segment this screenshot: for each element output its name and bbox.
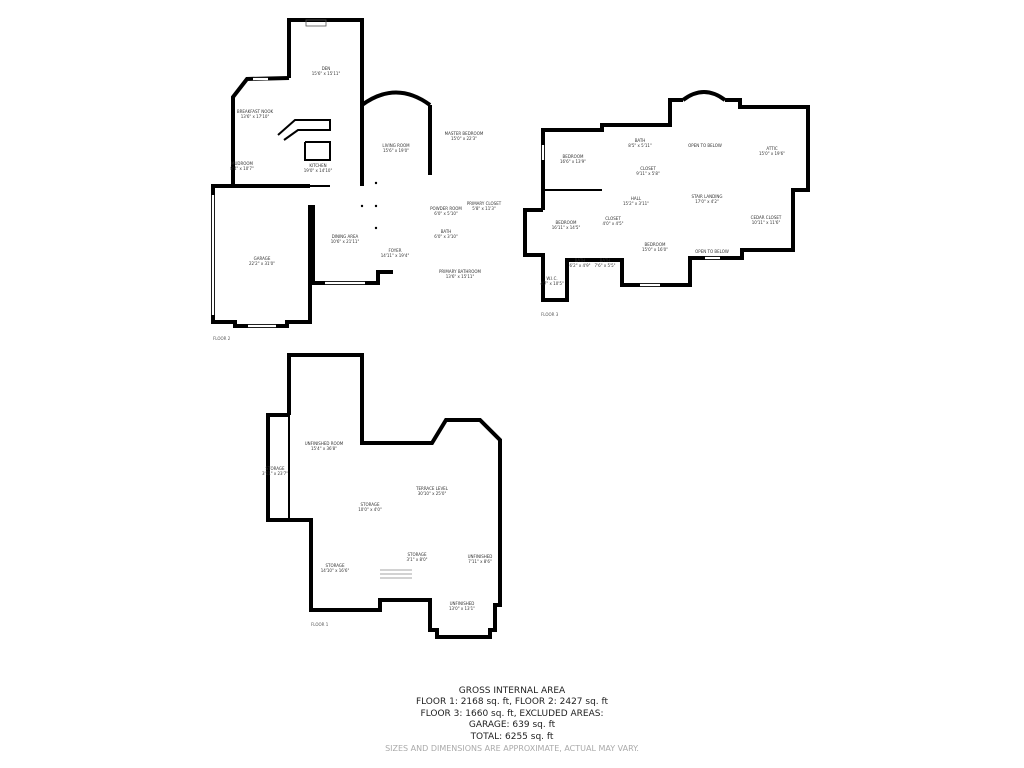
room-dimensions: 15'0" x 22'3" — [451, 136, 477, 141]
kitchen-counter — [277, 119, 331, 141]
room-name: KITCHEN — [309, 163, 326, 168]
room-dimensions: 9'11" x 5'8" — [636, 171, 660, 176]
room-dimensions: 4'0" x 4'5" — [603, 221, 624, 226]
room-name: BATH — [635, 138, 646, 143]
room-dimensions: 16'11" x 14'5" — [552, 225, 581, 230]
footer-line-3: GARAGE: 639 sq. ft — [468, 720, 556, 731]
floor-plan-upper — [523, 90, 810, 302]
kitchen-island — [304, 141, 331, 161]
floor-plan-lower — [266, 353, 502, 639]
floor-label: FLOOR 1 — [311, 622, 329, 627]
room-name: STORAGE — [360, 502, 380, 507]
room-name: DINING AREA — [332, 234, 359, 239]
room-name: POWDER ROOM — [430, 206, 462, 211]
den-wall — [287, 18, 364, 105]
room-dimensions: 10'11" x 11'6" — [752, 220, 781, 225]
room-dimensions: 15'2" x 3'11" — [623, 201, 649, 206]
room-dimensions: 30'10" x 25'0" — [418, 491, 447, 496]
room-name: BEDROOM — [563, 154, 584, 159]
living-bay-wall — [360, 90, 432, 107]
room-dimensions: 14'11" x 19'4" — [381, 253, 410, 258]
room-dimensions: 6'0" x 3'10" — [434, 234, 458, 239]
room-name: UNFINISHED — [450, 601, 475, 606]
room-name: BEDROOM — [556, 220, 577, 225]
room-name: MUDROOM — [231, 161, 254, 166]
room-name: TERRACE LEVEL — [415, 486, 449, 491]
room-dimensions: 15'6" x 19'0" — [383, 148, 409, 153]
room-name: HALL — [631, 196, 642, 201]
room-dimensions: 13'0" x 13'1" — [449, 606, 475, 611]
room-dimensions: 6'0" x 5'10" — [434, 211, 458, 216]
floor-label: FLOOR 3 — [541, 312, 559, 317]
floor-plan-main — [211, 18, 480, 328]
room-dimensions: 13'6" x 15'11" — [446, 274, 475, 279]
room-name: LIVING ROOM — [382, 143, 410, 148]
room-name: BATH — [575, 258, 586, 263]
room-name: FOYER — [389, 248, 402, 253]
room-dimensions: 5'8" x 11'3" — [472, 206, 496, 211]
room-dimensions: 10'6" x 21'11" — [331, 239, 360, 244]
room-name: CEDAR CLOSET — [751, 215, 782, 220]
room-name: OPEN TO BELOW — [688, 143, 722, 148]
room-dimensions: 19'0" x 14'10" — [304, 168, 333, 173]
lower-outer-wall — [266, 353, 502, 639]
room-dimensions: 15'6" x 15'11" — [312, 71, 341, 76]
room-name: CLOSET — [605, 216, 621, 221]
room-dimensions: 13'6" x 17'10" — [241, 114, 270, 119]
footer-line-1: FLOOR 1: 2168 sq. ft, FLOOR 2: 2427 sq. … — [415, 697, 609, 708]
dining-wall — [311, 205, 393, 285]
footer-disclaimer: SIZES AND DIMENSIONS ARE APPROXIMATE, AC… — [385, 744, 639, 754]
room-name: STORAGE — [407, 552, 427, 557]
room-dimensions: 17'0" x 4'2" — [695, 199, 719, 204]
room-name: GARAGE — [254, 256, 271, 261]
room-name: OPEN TO BELOW — [695, 249, 729, 254]
room-dimensions: 6'2" x 4'9" — [570, 263, 591, 268]
fireplace-icon — [305, 19, 327, 27]
room-name: BREAKFAST NOOK — [237, 109, 274, 114]
room-dimensions: 3'1" x 8'0" — [407, 557, 428, 562]
upper-outer-wall-2 — [523, 98, 810, 302]
room-dimensions: 10'0" x 4'0" — [358, 507, 382, 512]
upper-bay-wall — [681, 90, 727, 102]
room-name: STORAGE — [325, 563, 345, 568]
room-dimensions: 3'11" x 23'7" — [262, 471, 288, 476]
room-name: STORAGE — [265, 466, 285, 471]
room-dimensions: 4'7" x 10'5" — [540, 281, 564, 286]
gross-internal-area: GROSS INTERNAL AREA FLOOR 1: 2168 sq. ft… — [0, 686, 1024, 754]
floor-label: FLOOR 2 — [213, 336, 231, 341]
room-name: W.I.C. — [546, 276, 557, 281]
room-dimensions: 15'4" x 36'8" — [311, 446, 337, 451]
room-dimensions: 15'0" x 16'0" — [642, 247, 668, 252]
room-name: BATH — [441, 229, 452, 234]
room-name: PRIMARY CLOSET — [467, 201, 502, 206]
room-name: CLOSET — [640, 166, 656, 171]
room-name: STAIR LANDING — [691, 194, 722, 199]
footer-line-4: TOTAL: 6255 sq. ft — [470, 731, 554, 742]
room-dimensions: 7'6" x 5'5" — [595, 263, 616, 268]
room-name: MASTER BEDROOM — [445, 131, 484, 136]
footer-title: GROSS INTERNAL AREA — [458, 686, 566, 696]
room-dimensions: 7'11" x 8'6" — [468, 559, 492, 564]
room-name: UNFINISHED ROOM — [305, 441, 344, 446]
room-name: UNFINISHED — [468, 554, 493, 559]
room-dimensions: 14'10" x 16'6" — [321, 568, 350, 573]
room-name: DEN — [322, 66, 331, 71]
room-dimensions: 22'2" x 31'0" — [249, 261, 275, 266]
room-name: BATH — [600, 258, 611, 263]
room-name: ATTIC — [766, 146, 777, 151]
room-name: PRIMARY BATHROOM — [439, 269, 481, 274]
footer-line-2: FLOOR 3: 1660 sq. ft, EXCLUDED AREAS: — [420, 708, 604, 719]
room-dimensions: 15'0" x 19'6" — [759, 151, 785, 156]
room-dimensions: 8'5" x 5'11" — [628, 143, 652, 148]
room-dimensions: 8'4" x 10'7" — [230, 166, 254, 171]
room-name: BEDROOM — [645, 242, 666, 247]
room-dimensions: 16'6" x 13'9" — [560, 159, 586, 164]
upper-outer-wall — [541, 98, 683, 210]
